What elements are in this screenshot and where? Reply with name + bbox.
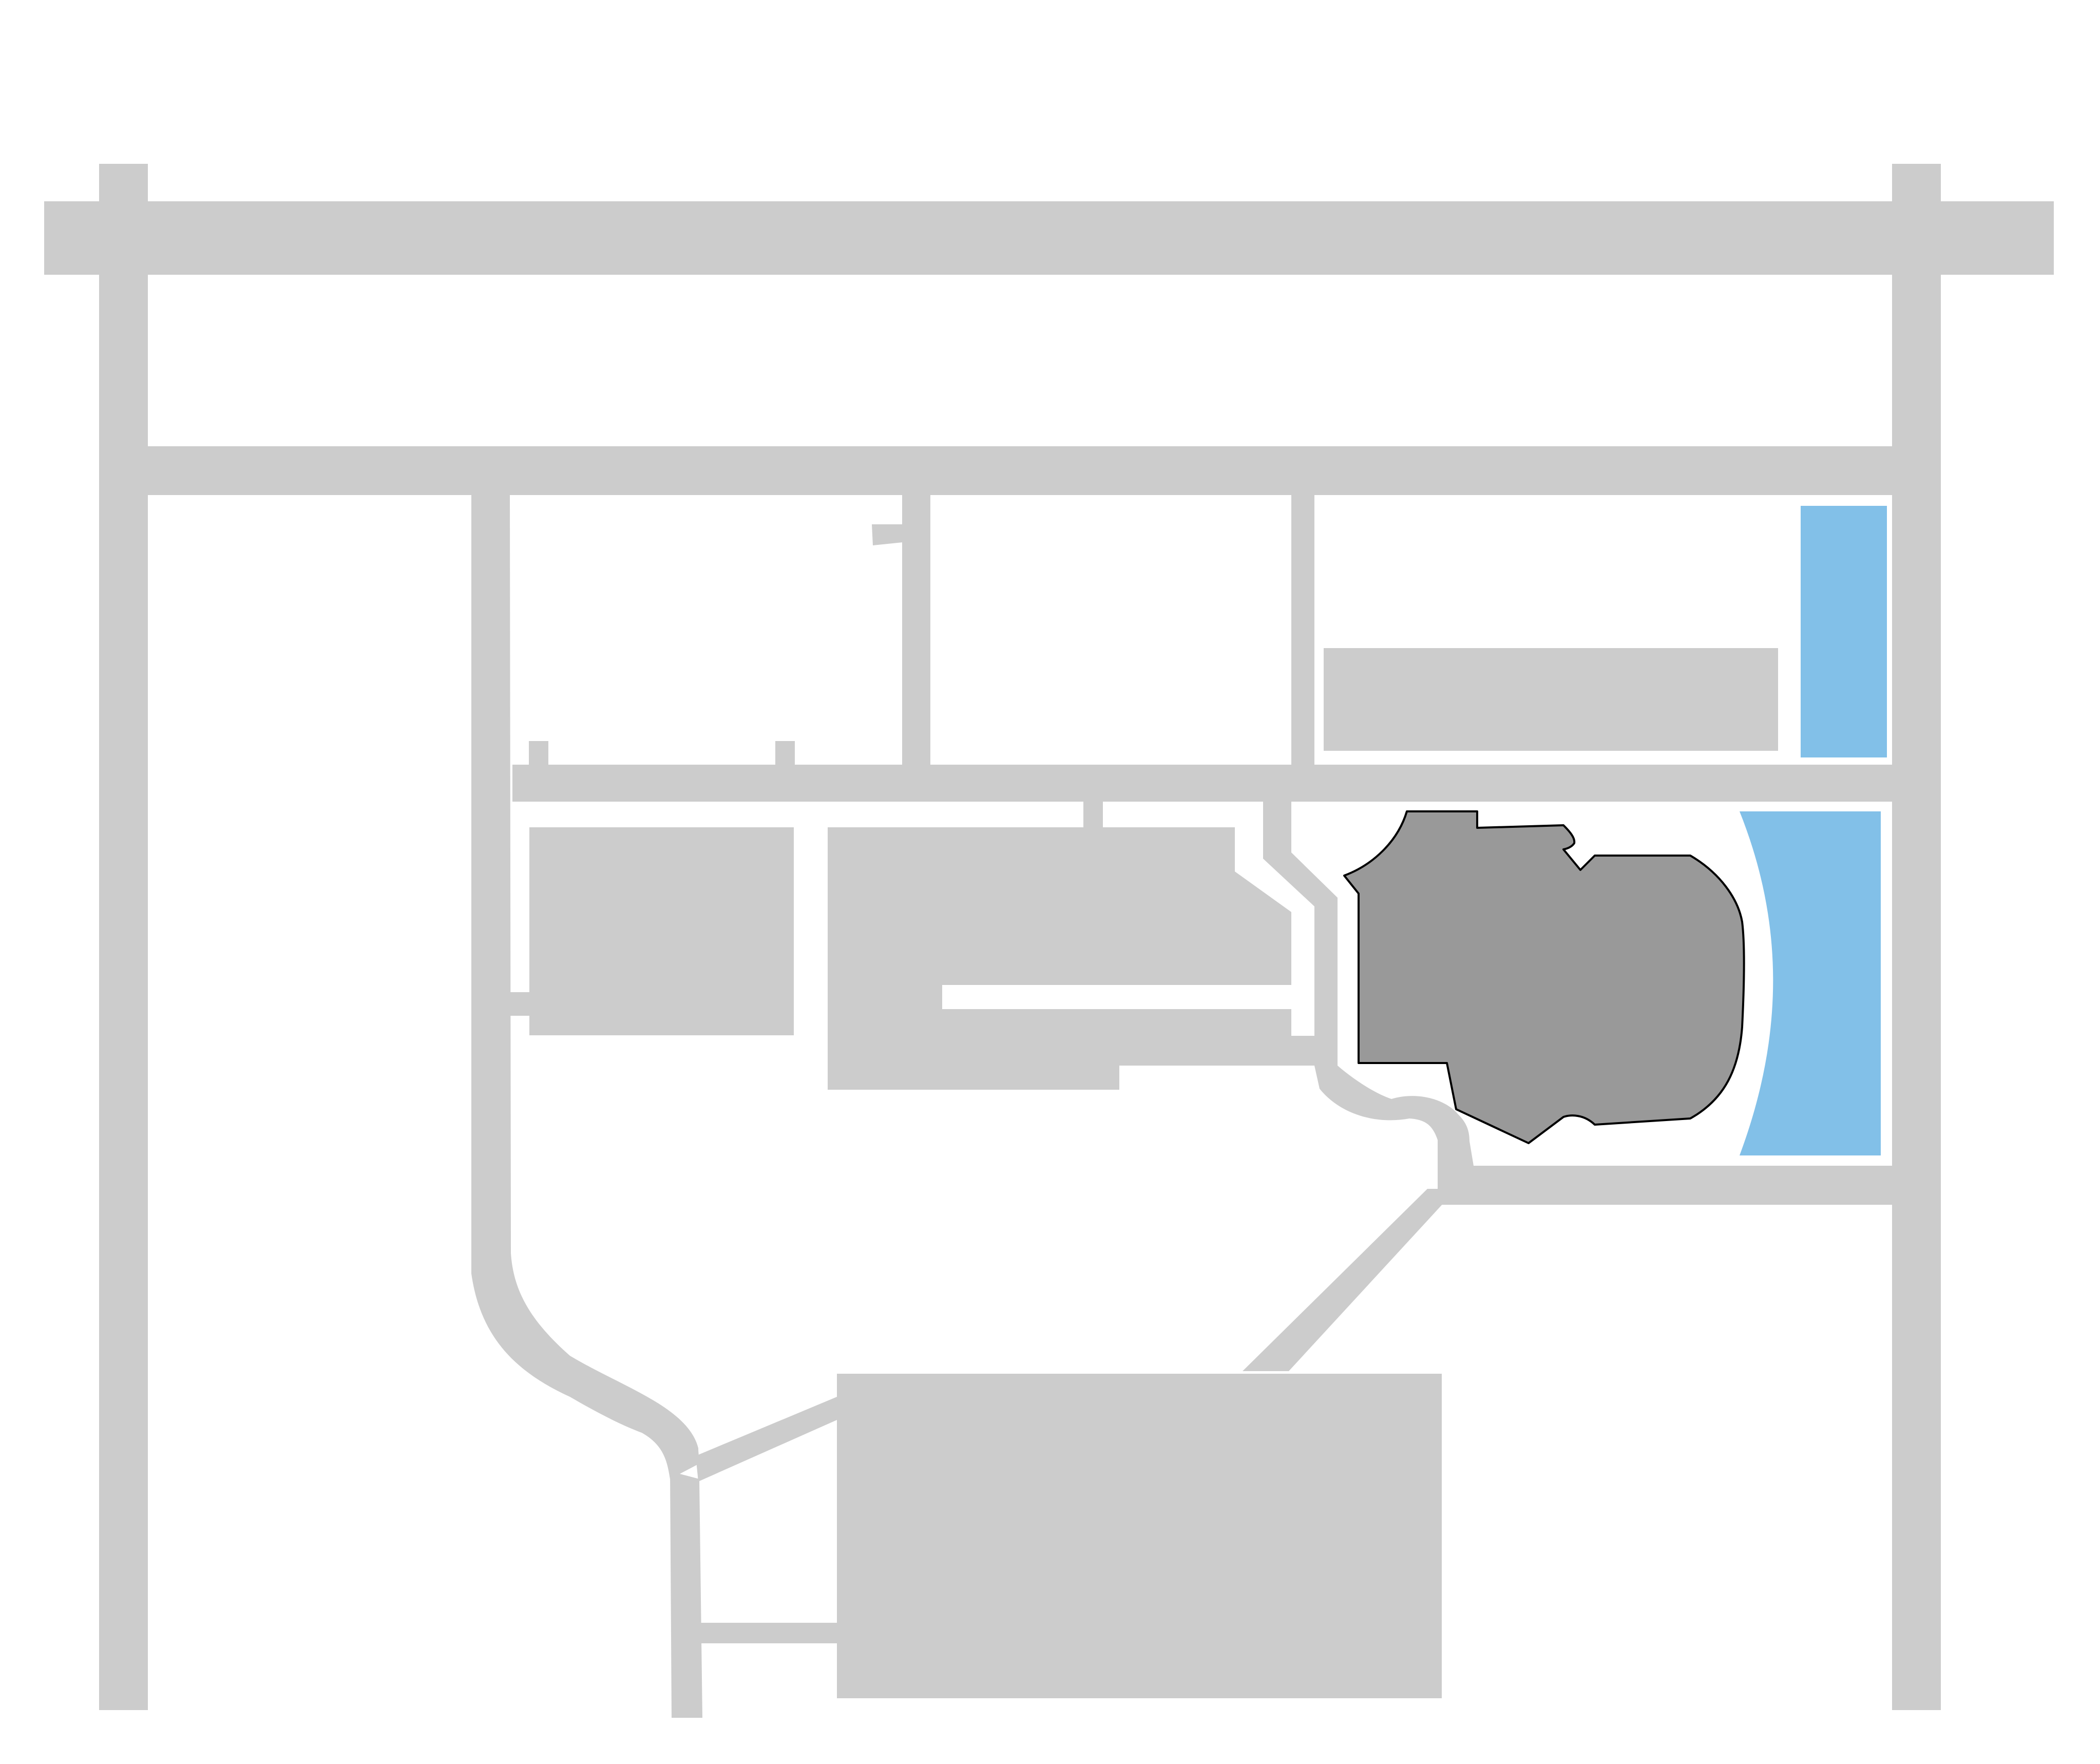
road-stub-2	[775, 741, 795, 765]
east-building	[1324, 648, 1778, 751]
highlighted-building	[1343, 810, 1745, 1144]
building-group	[529, 648, 1778, 1698]
internal-road-lower-east	[1438, 1166, 1892, 1205]
south-access-road	[701, 1623, 837, 1643]
water-features	[1740, 506, 1887, 1155]
road-stub-west	[510, 992, 529, 1016]
internal-road-kinked	[1263, 802, 1474, 1166]
road-stub-1	[529, 741, 548, 765]
water-pool-north	[1801, 506, 1887, 757]
perimeter-road-east	[1892, 275, 1941, 1710]
central-building	[828, 827, 1314, 1090]
internal-road-middle	[512, 765, 1892, 802]
internal-road-west-tail	[670, 1471, 702, 1718]
perimeter-road-west	[99, 275, 148, 1710]
diagonal-connector-road	[1243, 1189, 1457, 1371]
south-building	[837, 1374, 1442, 1698]
road-network	[44, 164, 2054, 1718]
internal-road-north-hook	[872, 524, 908, 545]
internal-road-east-link	[1291, 495, 1314, 502]
internal-road-upper-spur	[1291, 495, 1314, 765]
road-stub-3	[1083, 802, 1103, 827]
water-pool-crescent	[1740, 811, 1881, 1155]
internal-road-west-curve	[471, 495, 699, 1479]
internal-road-upper	[148, 446, 1892, 495]
perimeter-road-north	[44, 164, 2054, 539]
curved-access-road	[696, 1397, 837, 1482]
west-building	[529, 827, 794, 1035]
